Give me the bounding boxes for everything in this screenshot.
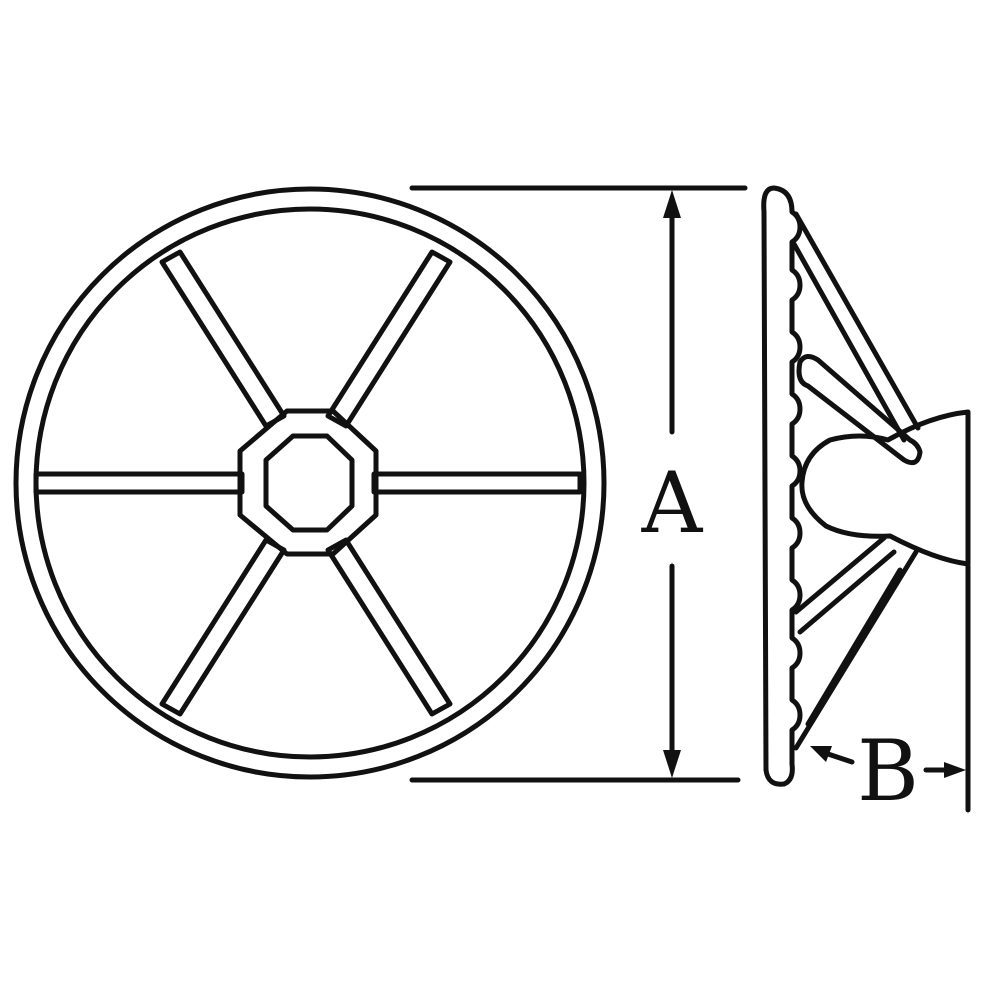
dimension-a-lines bbox=[409, 185, 748, 783]
dimension-b-arrow-right-icon bbox=[944, 762, 966, 778]
wheel-hub-inner bbox=[263, 433, 355, 533]
side-rim bbox=[761, 185, 803, 787]
side-upper-inner-spoke bbox=[796, 354, 923, 466]
wheel-side-view bbox=[761, 185, 971, 787]
spoke-left bbox=[33, 471, 245, 495]
dimension-b-label: B bbox=[857, 722, 919, 820]
side-upper-spoke bbox=[791, 211, 921, 443]
dimension-a-label: A bbox=[641, 454, 704, 552]
dimension-b-arrow-left-icon bbox=[810, 746, 832, 762]
spoke-right bbox=[371, 471, 583, 495]
wheel-front-view bbox=[13, 186, 607, 780]
spoke-lower-left bbox=[159, 537, 287, 717]
dimension-a-arrow-up-icon bbox=[663, 190, 681, 218]
spoke-upper-right bbox=[325, 249, 453, 429]
wheel-rim-inner bbox=[33, 206, 587, 760]
spoke-upper-left bbox=[159, 249, 287, 429]
wheel-spokes bbox=[33, 249, 583, 717]
dimension-a-arrow-down-icon bbox=[663, 750, 681, 778]
side-lower-spoke bbox=[793, 549, 919, 751]
side-hub bbox=[799, 409, 971, 567]
wheel-rim-outer bbox=[13, 186, 607, 780]
wheel-hub-outer bbox=[237, 408, 379, 557]
spoke-lower-right bbox=[325, 537, 453, 717]
side-lower-inner-spoke bbox=[793, 535, 897, 635]
